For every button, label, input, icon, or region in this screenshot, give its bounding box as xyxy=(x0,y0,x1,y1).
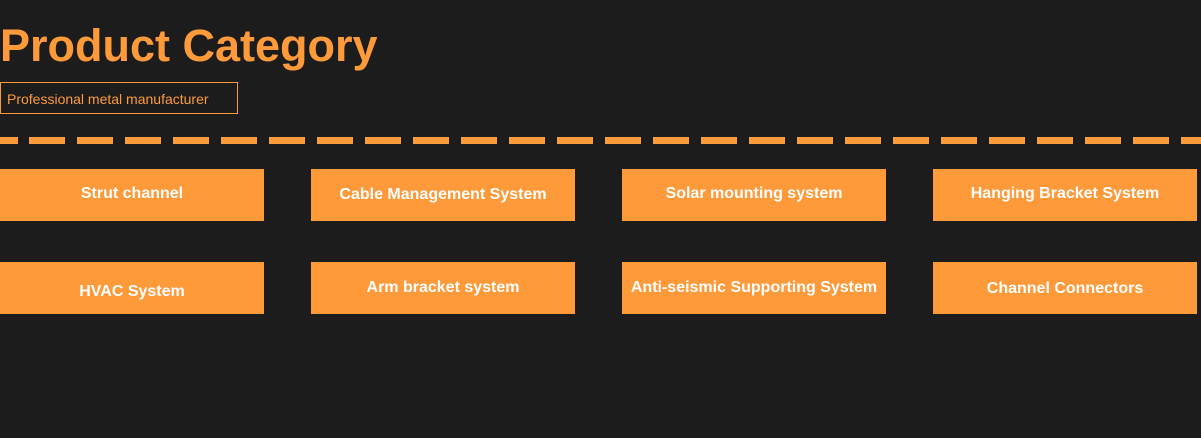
dash-segment xyxy=(653,137,689,144)
dash-segments xyxy=(0,137,1201,144)
dash-segment xyxy=(845,137,881,144)
dash-segment xyxy=(461,137,497,144)
dash-segment xyxy=(365,137,401,144)
category-label: Solar mounting system xyxy=(665,185,843,202)
dash-segment xyxy=(269,137,305,144)
dash-segment xyxy=(1085,137,1121,144)
dash-segment xyxy=(749,137,785,144)
dash-segment xyxy=(701,137,737,144)
dash-segment xyxy=(1037,137,1073,144)
category-label: Anti-seismic Supporting System xyxy=(630,279,878,296)
dash-segment xyxy=(125,137,161,144)
dash-segment xyxy=(509,137,545,144)
dash-segment xyxy=(29,137,65,144)
category-button-solar-mounting[interactable]: Solar mounting system xyxy=(622,169,886,221)
category-label: Strut channel xyxy=(80,185,184,202)
dash-segment xyxy=(0,137,18,144)
category-button-anti-seismic[interactable]: Anti-seismic Supporting System xyxy=(622,262,886,314)
dash-segment xyxy=(413,137,449,144)
dash-segment xyxy=(1181,137,1201,144)
dash-segment xyxy=(317,137,353,144)
category-label: Cable Management System xyxy=(339,186,547,203)
category-button-channel-connectors[interactable]: Channel Connectors xyxy=(933,262,1197,314)
category-label: Hanging Bracket System xyxy=(970,185,1160,202)
dash-segment xyxy=(941,137,977,144)
category-button-hvac[interactable]: HVAC System xyxy=(0,262,264,314)
category-label: HVAC System xyxy=(79,283,185,300)
dashed-divider xyxy=(0,137,1201,144)
category-label: Channel Connectors xyxy=(986,280,1144,297)
category-button-cable-management[interactable]: Cable Management System xyxy=(311,169,575,221)
category-button-arm-bracket[interactable]: Arm bracket system xyxy=(311,262,575,314)
dash-segment xyxy=(605,137,641,144)
dash-segment xyxy=(893,137,929,144)
category-label: Arm bracket system xyxy=(366,279,520,296)
subtitle-badge: Professional metal manufacturer xyxy=(0,82,238,114)
dash-segment xyxy=(797,137,833,144)
dash-segment xyxy=(221,137,257,144)
category-button-strut-channel[interactable]: Strut channel xyxy=(0,169,264,221)
dash-segment xyxy=(557,137,593,144)
dash-segment xyxy=(989,137,1025,144)
page-title: Product Category xyxy=(0,20,378,71)
category-button-hanging-bracket[interactable]: Hanging Bracket System xyxy=(933,169,1197,221)
dash-segment xyxy=(1133,137,1169,144)
dash-segment xyxy=(173,137,209,144)
dash-segment xyxy=(77,137,113,144)
